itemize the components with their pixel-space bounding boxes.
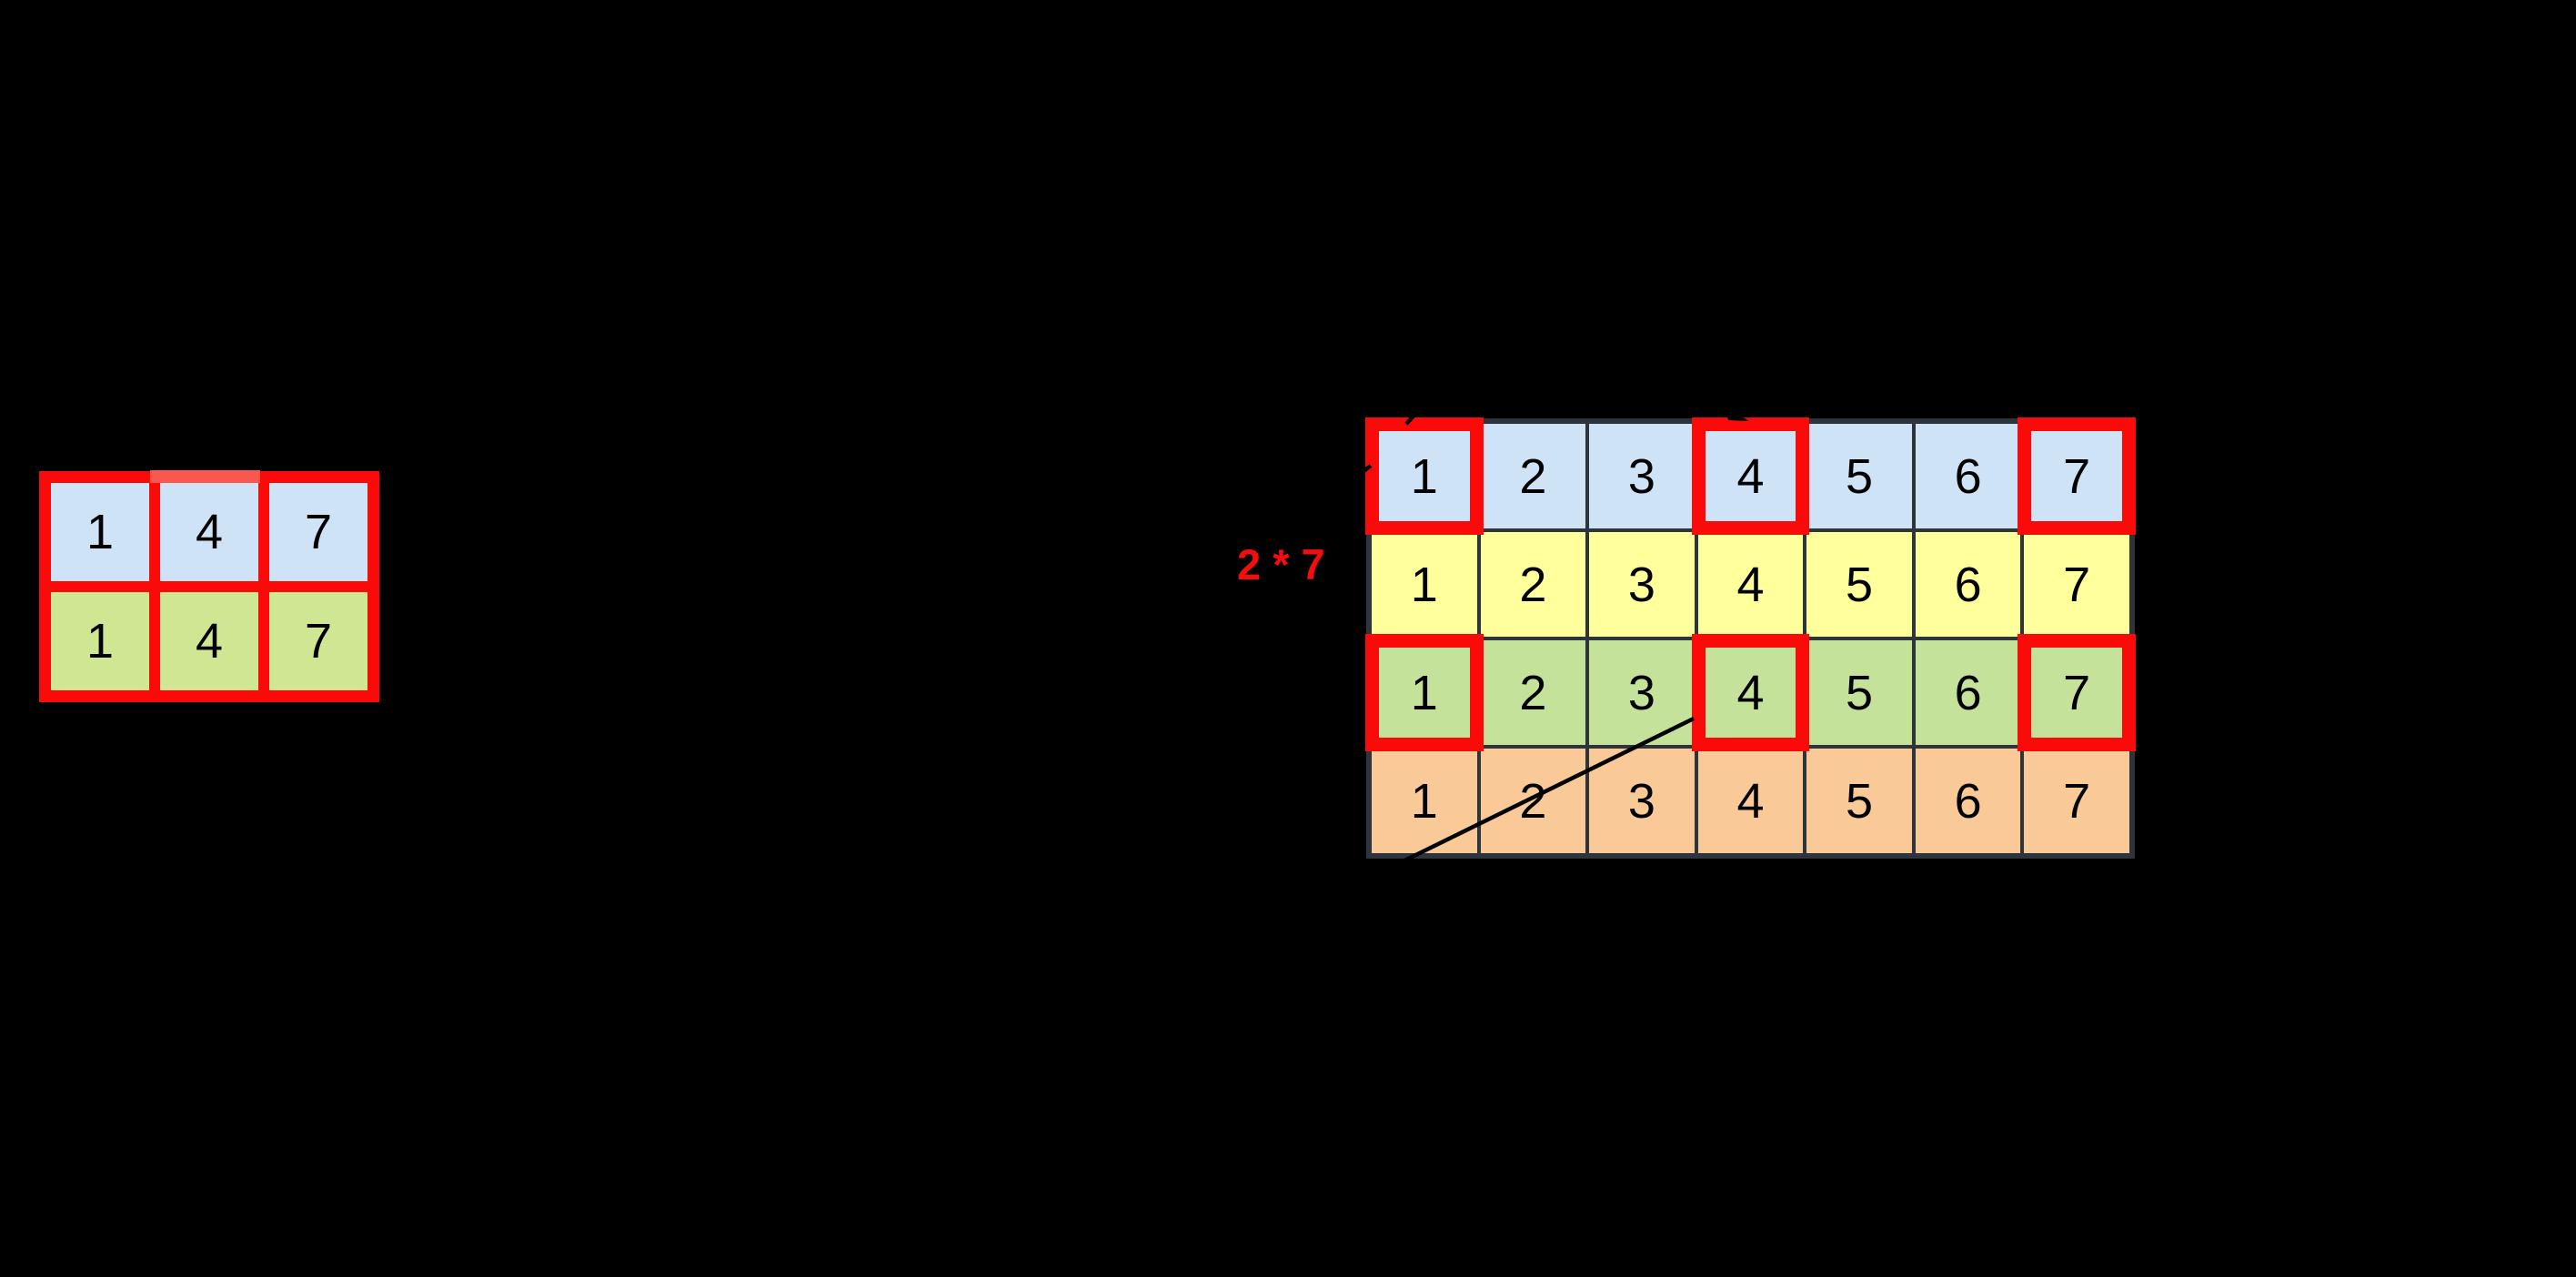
input-cell-r4-c7: 7 — [2024, 749, 2129, 853]
input-cell-r3-c7: 7 — [2018, 634, 2136, 751]
input-cell-r3-c6: 6 — [1915, 640, 2021, 745]
input-cell-r1-c5: 5 — [1806, 424, 1912, 528]
input-cell-r2-c1: 1 — [1372, 532, 1477, 637]
multiply-label: 2 * 7 — [1237, 540, 1325, 588]
input-cell-r4-c2: 2 — [1480, 749, 1586, 853]
input-cell-r2-c4: 4 — [1697, 532, 1804, 637]
kernel-top-border-light-segment — [150, 470, 260, 483]
input-cell-r1-c2: 2 — [1480, 424, 1586, 528]
kernel-cell-r2-c1: 1 — [51, 592, 149, 690]
input-cell-r1-c1: 1 — [1365, 417, 1484, 535]
kernel-cell-r1-c1: 1 — [51, 483, 149, 581]
input-cell-r2-c6: 6 — [1915, 532, 2021, 637]
input-cell-r1-c6: 6 — [1915, 424, 2021, 528]
input-cell-r2-c7: 7 — [2024, 532, 2129, 637]
input-cell-r4-c5: 5 — [1806, 749, 1912, 853]
kernel-cell-r1-c3: 7 — [269, 483, 367, 581]
input-cell-r3-c1: 1 — [1365, 634, 1484, 751]
input-cell-r3-c2: 2 — [1480, 640, 1586, 745]
kernel-cell-r2-c2: 4 — [160, 592, 258, 690]
input-cell-r4-c1: 1 — [1372, 749, 1477, 853]
kernel-cell-r2-c3: 7 — [269, 592, 367, 690]
input-cell-r3-c5: 5 — [1806, 640, 1912, 745]
input-cell-r2-c2: 2 — [1480, 532, 1586, 637]
input-cell-r3-c3: 3 — [1589, 640, 1695, 745]
input-cell-r2-c5: 5 — [1806, 532, 1912, 637]
input-cell-r1-c4: 4 — [1691, 417, 1810, 535]
input-cell-r3-c4: 4 — [1691, 634, 1810, 751]
input-cell-r1-c7: 7 — [2018, 417, 2136, 535]
kernel-cell-r1-c2: 4 — [160, 483, 258, 581]
input-cell-r1-c3: 3 — [1589, 424, 1695, 528]
input-cell-r4-c6: 6 — [1915, 749, 2021, 853]
input-cell-r4-c4: 4 — [1697, 749, 1804, 853]
input-cell-r2-c3: 3 — [1589, 532, 1695, 637]
input-cell-r4-c3: 3 — [1589, 749, 1695, 853]
